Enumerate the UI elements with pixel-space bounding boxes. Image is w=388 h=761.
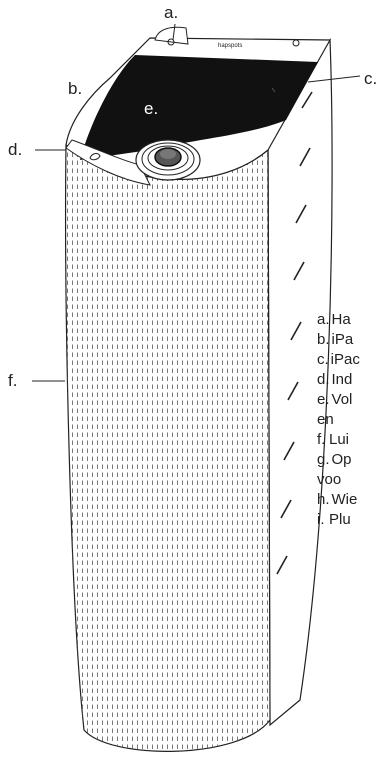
- legend-item-c: c.iPac: [317, 351, 360, 368]
- legend-item-h: h.Wie: [317, 491, 358, 508]
- leader-c: [307, 75, 361, 83]
- front-lip: [65, 139, 151, 186]
- legend-item-f: f.Lui: [317, 431, 350, 448]
- legend-item-b: b.iPa: [317, 331, 354, 348]
- leader-a: [172, 23, 176, 41]
- callout-f: f.: [8, 371, 18, 390]
- callout-e: e.: [144, 99, 159, 118]
- legend-item-e: e.Vol: [317, 391, 353, 408]
- brand-text: hapspots: [218, 43, 242, 49]
- speaker-grille-mesh: [65, 145, 270, 752]
- legend-item-g-continuation: voo: [317, 471, 342, 488]
- callout-b: b.: [68, 79, 83, 98]
- callout-d: d.: [8, 140, 23, 159]
- legend-item-d: d.Ind: [317, 371, 353, 388]
- side-vent-slots: [276, 91, 313, 575]
- legend-item-a: a.Ha: [317, 311, 351, 328]
- speaker-side-panel: [267, 38, 333, 727]
- ipad-screen: [80, 55, 318, 160]
- legend-item-g: g.Op: [317, 451, 352, 468]
- legend-item-i: i.Plu: [317, 511, 351, 528]
- indicator-light: [89, 153, 101, 161]
- callout-c: c.: [364, 69, 378, 88]
- carry-handle: [154, 26, 189, 45]
- legend-item-e-continuation: en: [317, 411, 334, 428]
- volume-knob: [135, 139, 201, 181]
- callout-a: a.: [164, 3, 179, 22]
- legend-list: a.Ha b.iPa c.iPac d.Ind e.Vol en f.Lui g…: [317, 310, 388, 530]
